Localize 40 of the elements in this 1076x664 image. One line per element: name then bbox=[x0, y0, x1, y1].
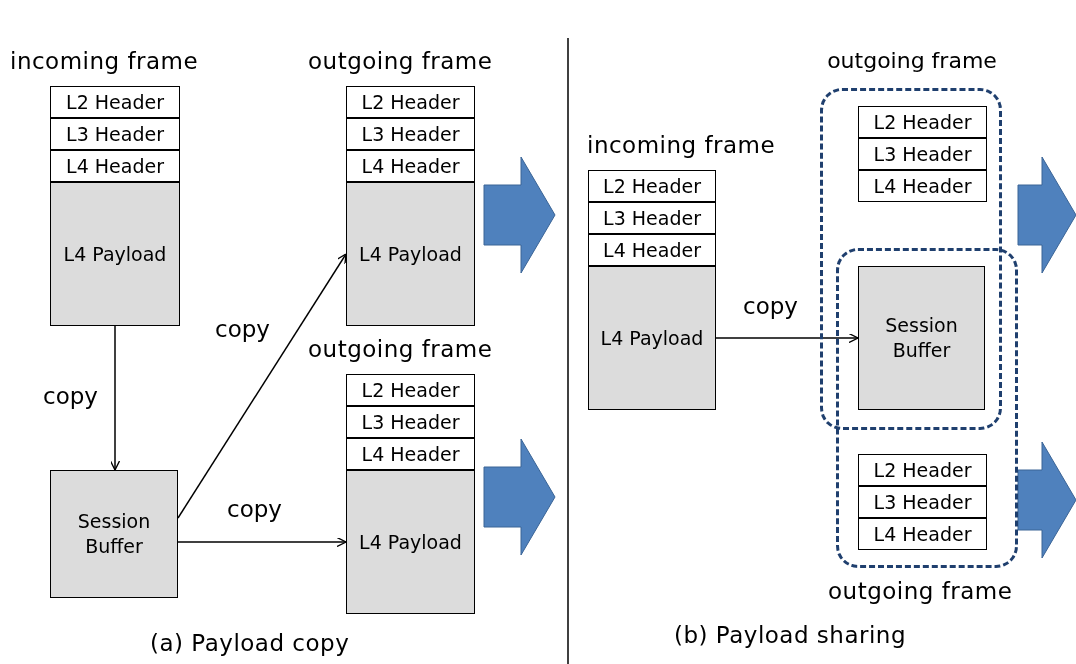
header-box: L3 Header bbox=[858, 138, 987, 170]
header-box: L3 Header bbox=[346, 406, 475, 438]
frame-heading: incoming frame bbox=[587, 132, 776, 158]
arrow bbox=[715, 332, 859, 344]
block-arrow bbox=[1017, 156, 1076, 274]
block-arrow bbox=[483, 156, 556, 274]
header-box: L4 Header bbox=[588, 234, 716, 266]
header-box: L4 Header bbox=[858, 170, 987, 202]
buffer-box: Session Buffer bbox=[858, 266, 985, 410]
header-box: L2 Header bbox=[346, 86, 475, 118]
header-box: L2 Header bbox=[858, 106, 987, 138]
frame-heading: incoming frame bbox=[10, 48, 199, 74]
header-box: L4 Header bbox=[346, 150, 475, 182]
frame-heading: outgoing frame bbox=[828, 578, 1013, 604]
block-arrow bbox=[1017, 441, 1076, 559]
header-box: L2 Header bbox=[50, 86, 180, 118]
header-box: L3 Header bbox=[858, 486, 987, 518]
frame-heading: outgoing frame bbox=[308, 48, 493, 74]
header-box: L3 Header bbox=[50, 118, 180, 150]
block-arrow bbox=[483, 438, 556, 556]
header-box: L2 Header bbox=[588, 170, 716, 202]
header-box: L2 Header bbox=[858, 454, 987, 486]
header-box: L3 Header bbox=[588, 202, 716, 234]
frame-heading: outgoing frame bbox=[308, 336, 493, 362]
payload-box: L4 Payload bbox=[346, 182, 475, 326]
header-box: L4 Header bbox=[858, 518, 987, 550]
header-box: L4 Header bbox=[346, 438, 475, 470]
payload-box: L4 Payload bbox=[346, 470, 475, 614]
header-box: L4 Header bbox=[50, 150, 180, 182]
header-box: L2 Header bbox=[346, 374, 475, 406]
frame-heading: outgoing frame bbox=[826, 48, 998, 73]
arrow bbox=[109, 325, 121, 471]
arrow bbox=[177, 536, 347, 548]
payload-box: L4 Payload bbox=[588, 266, 716, 410]
payload-box: L4 Payload bbox=[50, 182, 180, 326]
header-box: L3 Header bbox=[346, 118, 475, 150]
panel-caption: (a) Payload copy bbox=[150, 630, 350, 656]
arrow bbox=[177, 253, 347, 519]
buffer-box: Session Buffer bbox=[50, 470, 178, 598]
panel-caption: (b) Payload sharing bbox=[674, 622, 907, 648]
